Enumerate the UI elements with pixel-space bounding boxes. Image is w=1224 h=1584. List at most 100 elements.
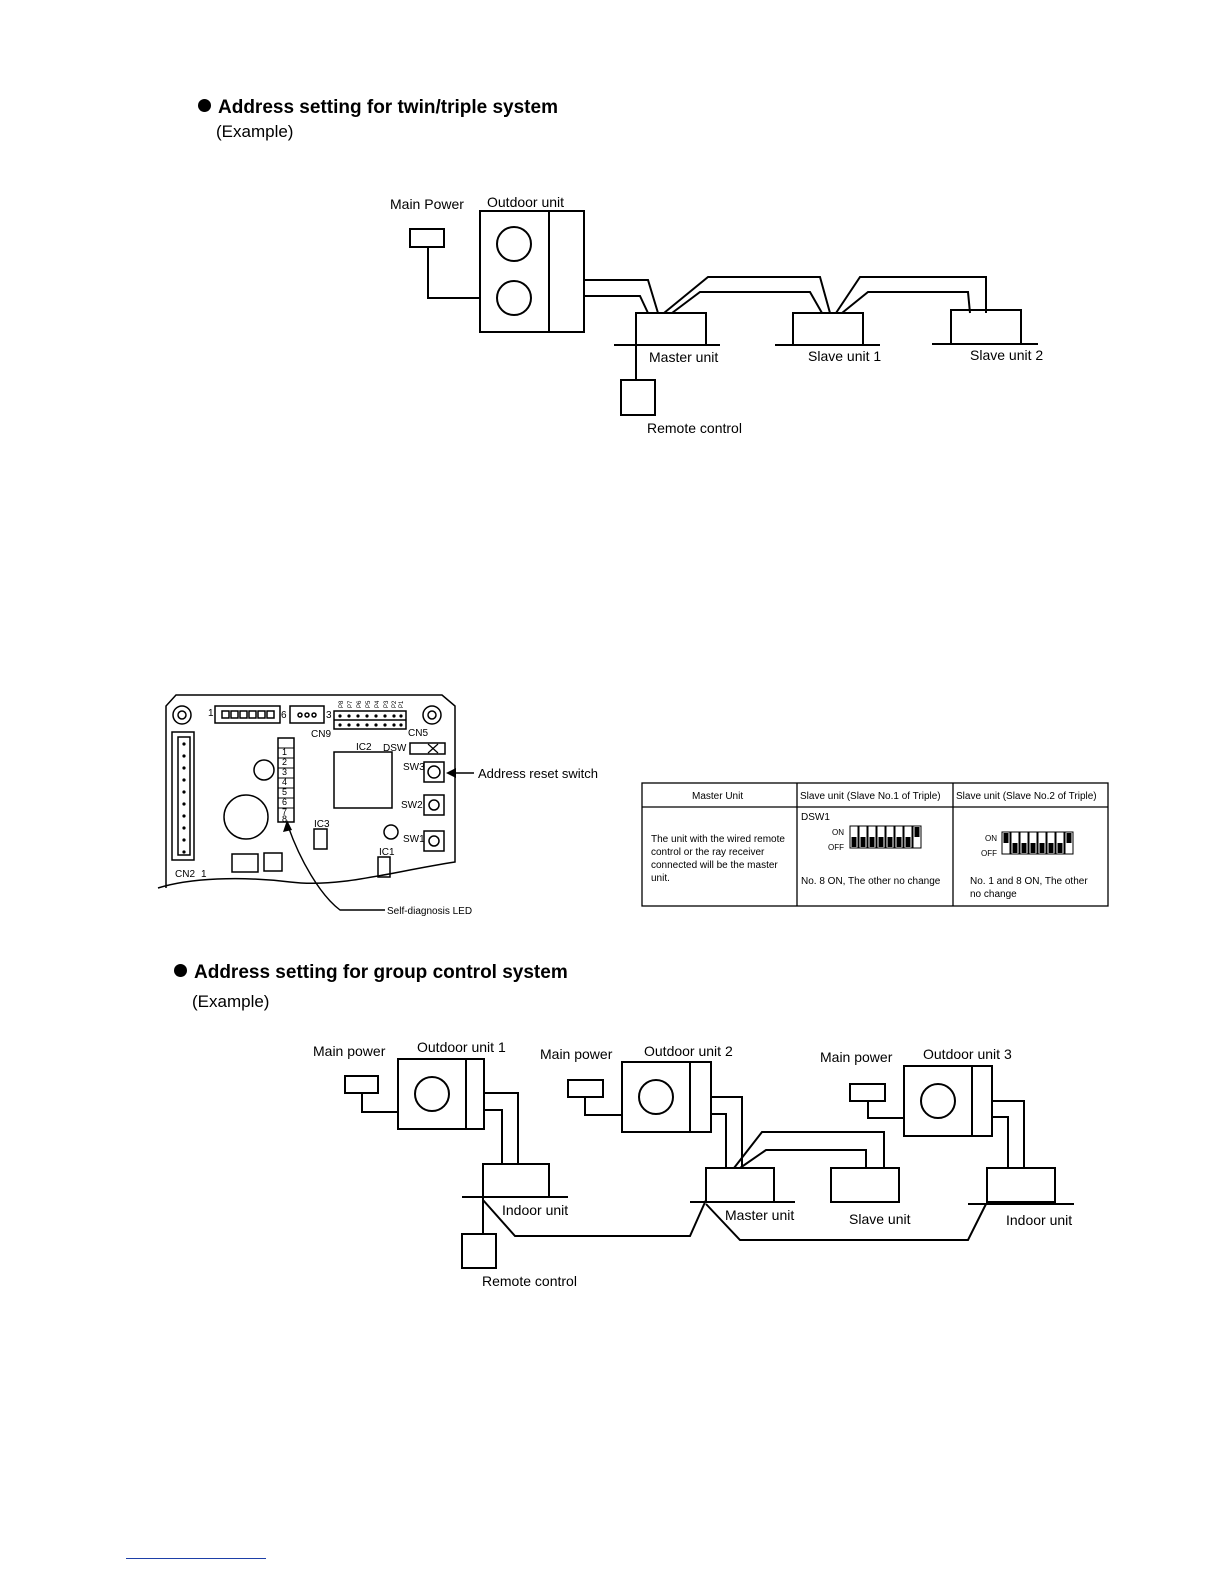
led-number: 8 xyxy=(282,814,287,824)
led-number: 1 xyxy=(282,747,287,757)
section-2-title: Address setting for group control system xyxy=(174,962,568,984)
master-unit-label: Master unit xyxy=(649,349,718,365)
connector-cn9 xyxy=(289,705,325,724)
main-power-label: Main Power xyxy=(390,196,464,212)
led-number: 6 xyxy=(282,797,287,807)
slave-unit-box xyxy=(830,1167,900,1203)
pin-label: P6 xyxy=(357,700,363,708)
slave-unit-1-box xyxy=(792,312,864,346)
dsw-label: DSW xyxy=(383,743,407,754)
dip-switch-off xyxy=(896,837,902,847)
dip-switch-off xyxy=(860,837,866,847)
table-header-slave-1: Slave unit (Slave No.1 of Triple) xyxy=(800,791,941,802)
dip-switch-off xyxy=(1057,843,1063,853)
master-unit-box xyxy=(705,1167,775,1203)
fan-icon xyxy=(414,1076,450,1112)
ic3-chip xyxy=(313,828,328,850)
dip-switch-on xyxy=(914,827,920,837)
master-unit-box xyxy=(635,312,707,346)
self-diagnosis-led-label: Self-diagnosis LED xyxy=(387,906,472,917)
on-label: ON xyxy=(832,828,844,837)
outdoor-unit-3-label: Outdoor unit 3 xyxy=(923,1046,1012,1062)
pin-6-label: 6 xyxy=(281,710,287,721)
board-outline xyxy=(157,694,456,889)
master-desc-line: connected will be the master xyxy=(651,860,778,871)
off-label: OFF xyxy=(981,849,997,858)
outdoor-unit-box xyxy=(479,210,585,333)
footer-link-underline xyxy=(126,1558,266,1559)
slave-1-note: No. 8 ON, The other no change xyxy=(801,876,941,887)
main-power-box-1 xyxy=(344,1075,379,1094)
slave-unit-1-label: Slave unit 1 xyxy=(808,348,881,364)
dip-switch-on xyxy=(1003,833,1009,843)
fan-icon xyxy=(496,280,532,316)
cn5-label: CN5 xyxy=(408,728,428,739)
off-label: OFF xyxy=(828,843,844,852)
pin-1-label: 1 xyxy=(208,708,214,719)
dip-switch-off xyxy=(1030,843,1036,853)
dip-switch-on xyxy=(1066,833,1072,843)
sw1-button xyxy=(423,830,445,852)
led-number: 2 xyxy=(282,757,287,767)
master-desc-line: control or the ray receiver xyxy=(651,847,765,858)
twin-triple-system-diagram: Main Power Outdoor unit Master unit Slav… xyxy=(390,194,1043,436)
slave-unit-2-box xyxy=(950,309,1022,345)
ic1-chip xyxy=(377,856,391,878)
main-power-2-label: Main power xyxy=(540,1046,613,1062)
ic2-chip xyxy=(333,751,393,809)
section-1-title: Address setting for twin/triple system xyxy=(198,97,558,119)
master-desc-line: unit. xyxy=(651,873,670,884)
address-reset-switch-label: Address reset switch xyxy=(478,766,598,781)
slave-unit-label: Slave unit xyxy=(849,1211,911,1227)
sw3-button xyxy=(423,761,445,783)
outdoor-unit-1-box xyxy=(397,1058,485,1130)
main-power-box-2 xyxy=(567,1079,604,1098)
dip-switch-off xyxy=(1048,843,1054,853)
sw2-button xyxy=(423,794,445,816)
indoor-unit-3-box xyxy=(986,1167,1056,1203)
table-header-slave-2: Slave unit (Slave No.2 of Triple) xyxy=(956,791,1097,802)
arrow-left-icon xyxy=(446,768,456,778)
connector-6pin xyxy=(214,705,281,724)
slave-2-note-line: no change xyxy=(970,889,1017,900)
sw1-label: SW1 xyxy=(403,834,425,845)
dip-switch-slave-2 xyxy=(1001,831,1074,855)
ic2-label: IC2 xyxy=(356,742,372,753)
self-diagnosis-led-column xyxy=(277,737,295,823)
dip-switch-off xyxy=(905,837,911,847)
dip-switch-off xyxy=(851,837,857,847)
dsw1-label: DSW1 xyxy=(801,812,830,823)
main-power-1-label: Main power xyxy=(313,1043,386,1059)
fan-icon xyxy=(496,226,532,262)
pin-label: P4 xyxy=(375,700,381,708)
dip-switch-slave-1 xyxy=(849,825,922,849)
remote-control-label: Remote control xyxy=(482,1273,577,1289)
dip-switch-table: Master Unit Slave unit (Slave No.1 of Tr… xyxy=(641,782,1109,907)
section-2-subtitle: (Example) xyxy=(192,992,270,1011)
bullet-icon xyxy=(198,99,211,112)
cn9-label: CN9 xyxy=(311,729,331,740)
dsw-switch xyxy=(409,742,446,755)
group-control-system-diagram: Main power Outdoor unit 1 Main power Out… xyxy=(313,1039,1074,1289)
mounting-hole-icon xyxy=(422,705,442,725)
dip-switch-off xyxy=(1012,843,1018,853)
capacitor-icon xyxy=(253,759,275,781)
led-number: 5 xyxy=(282,787,287,797)
pin-label: P2 xyxy=(392,700,398,708)
sw2-label: SW2 xyxy=(401,800,423,811)
pin-3-label: 3 xyxy=(326,710,332,721)
pin-label: P3 xyxy=(384,700,390,708)
main-power-box-3 xyxy=(849,1083,886,1102)
cn2-label: CN2 xyxy=(175,869,195,880)
master-unit-label: Master unit xyxy=(725,1207,794,1223)
mounting-hole-icon xyxy=(172,705,192,725)
slave-2-note-line: No. 1 and 8 ON, The other xyxy=(970,876,1088,887)
section-2-title-text: Address setting for group control system xyxy=(194,962,568,983)
main-power-3-label: Main power xyxy=(820,1049,893,1065)
dip-switch-off xyxy=(887,837,893,847)
dip-switch-off xyxy=(878,837,884,847)
outdoor-unit-3-box xyxy=(903,1065,993,1137)
connector-cn2 xyxy=(171,731,195,861)
led-number: 4 xyxy=(282,777,287,787)
master-desc-line: The unit with the wired remote xyxy=(651,834,785,845)
